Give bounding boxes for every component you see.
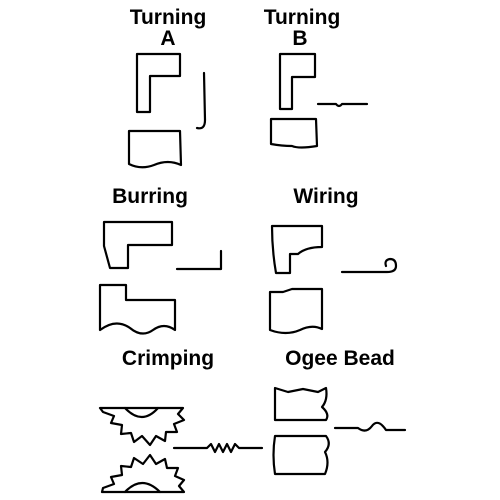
turning-a-workpiece	[195, 71, 207, 130]
burring-upper-roll	[102, 220, 174, 270]
crimping-title: Crimping	[121, 347, 215, 370]
burring-workpiece	[175, 249, 223, 271]
turning-a-upper-roll	[135, 52, 182, 114]
ogee-bead-group	[272, 386, 407, 476]
crimping-upper-hub	[123, 406, 160, 419]
turning-b-title: Turning	[263, 6, 341, 29]
burring-group	[98, 220, 223, 335]
crimping-lower-hub	[123, 481, 162, 494]
crimping-lower-roll-gear	[100, 453, 186, 494]
wiring-workpiece	[340, 257, 398, 274]
crimping-group	[98, 406, 264, 494]
crimping-workpiece	[172, 442, 264, 454]
turning-a-subtitle: A	[160, 27, 176, 50]
ogee-upper-roll	[273, 386, 329, 422]
ogee-bead-workpiece	[333, 421, 407, 432]
turning-b-subtitle: B	[292, 27, 308, 50]
turning-b-upper-roll	[278, 52, 317, 111]
wiring-group	[268, 224, 398, 335]
turning-a-title: Turning	[129, 6, 207, 29]
burring-title: Burring	[112, 185, 188, 208]
burring-lower-roll	[98, 283, 177, 335]
wiring-upper-roll	[270, 224, 324, 275]
ogee-lower-roll	[272, 434, 330, 476]
crimping-upper-roll-gear	[98, 406, 186, 447]
turning-a-lower-roll	[127, 129, 183, 169]
turning-b-group	[269, 52, 369, 149]
turning-b-workpiece	[316, 102, 369, 108]
wiring-title: Wiring	[293, 185, 359, 208]
turning-a-group	[127, 52, 207, 169]
wiring-lower-roll	[268, 287, 324, 335]
ogee-bead-title: Ogee Bead	[285, 347, 395, 370]
turning-b-lower-roll	[269, 117, 319, 149]
